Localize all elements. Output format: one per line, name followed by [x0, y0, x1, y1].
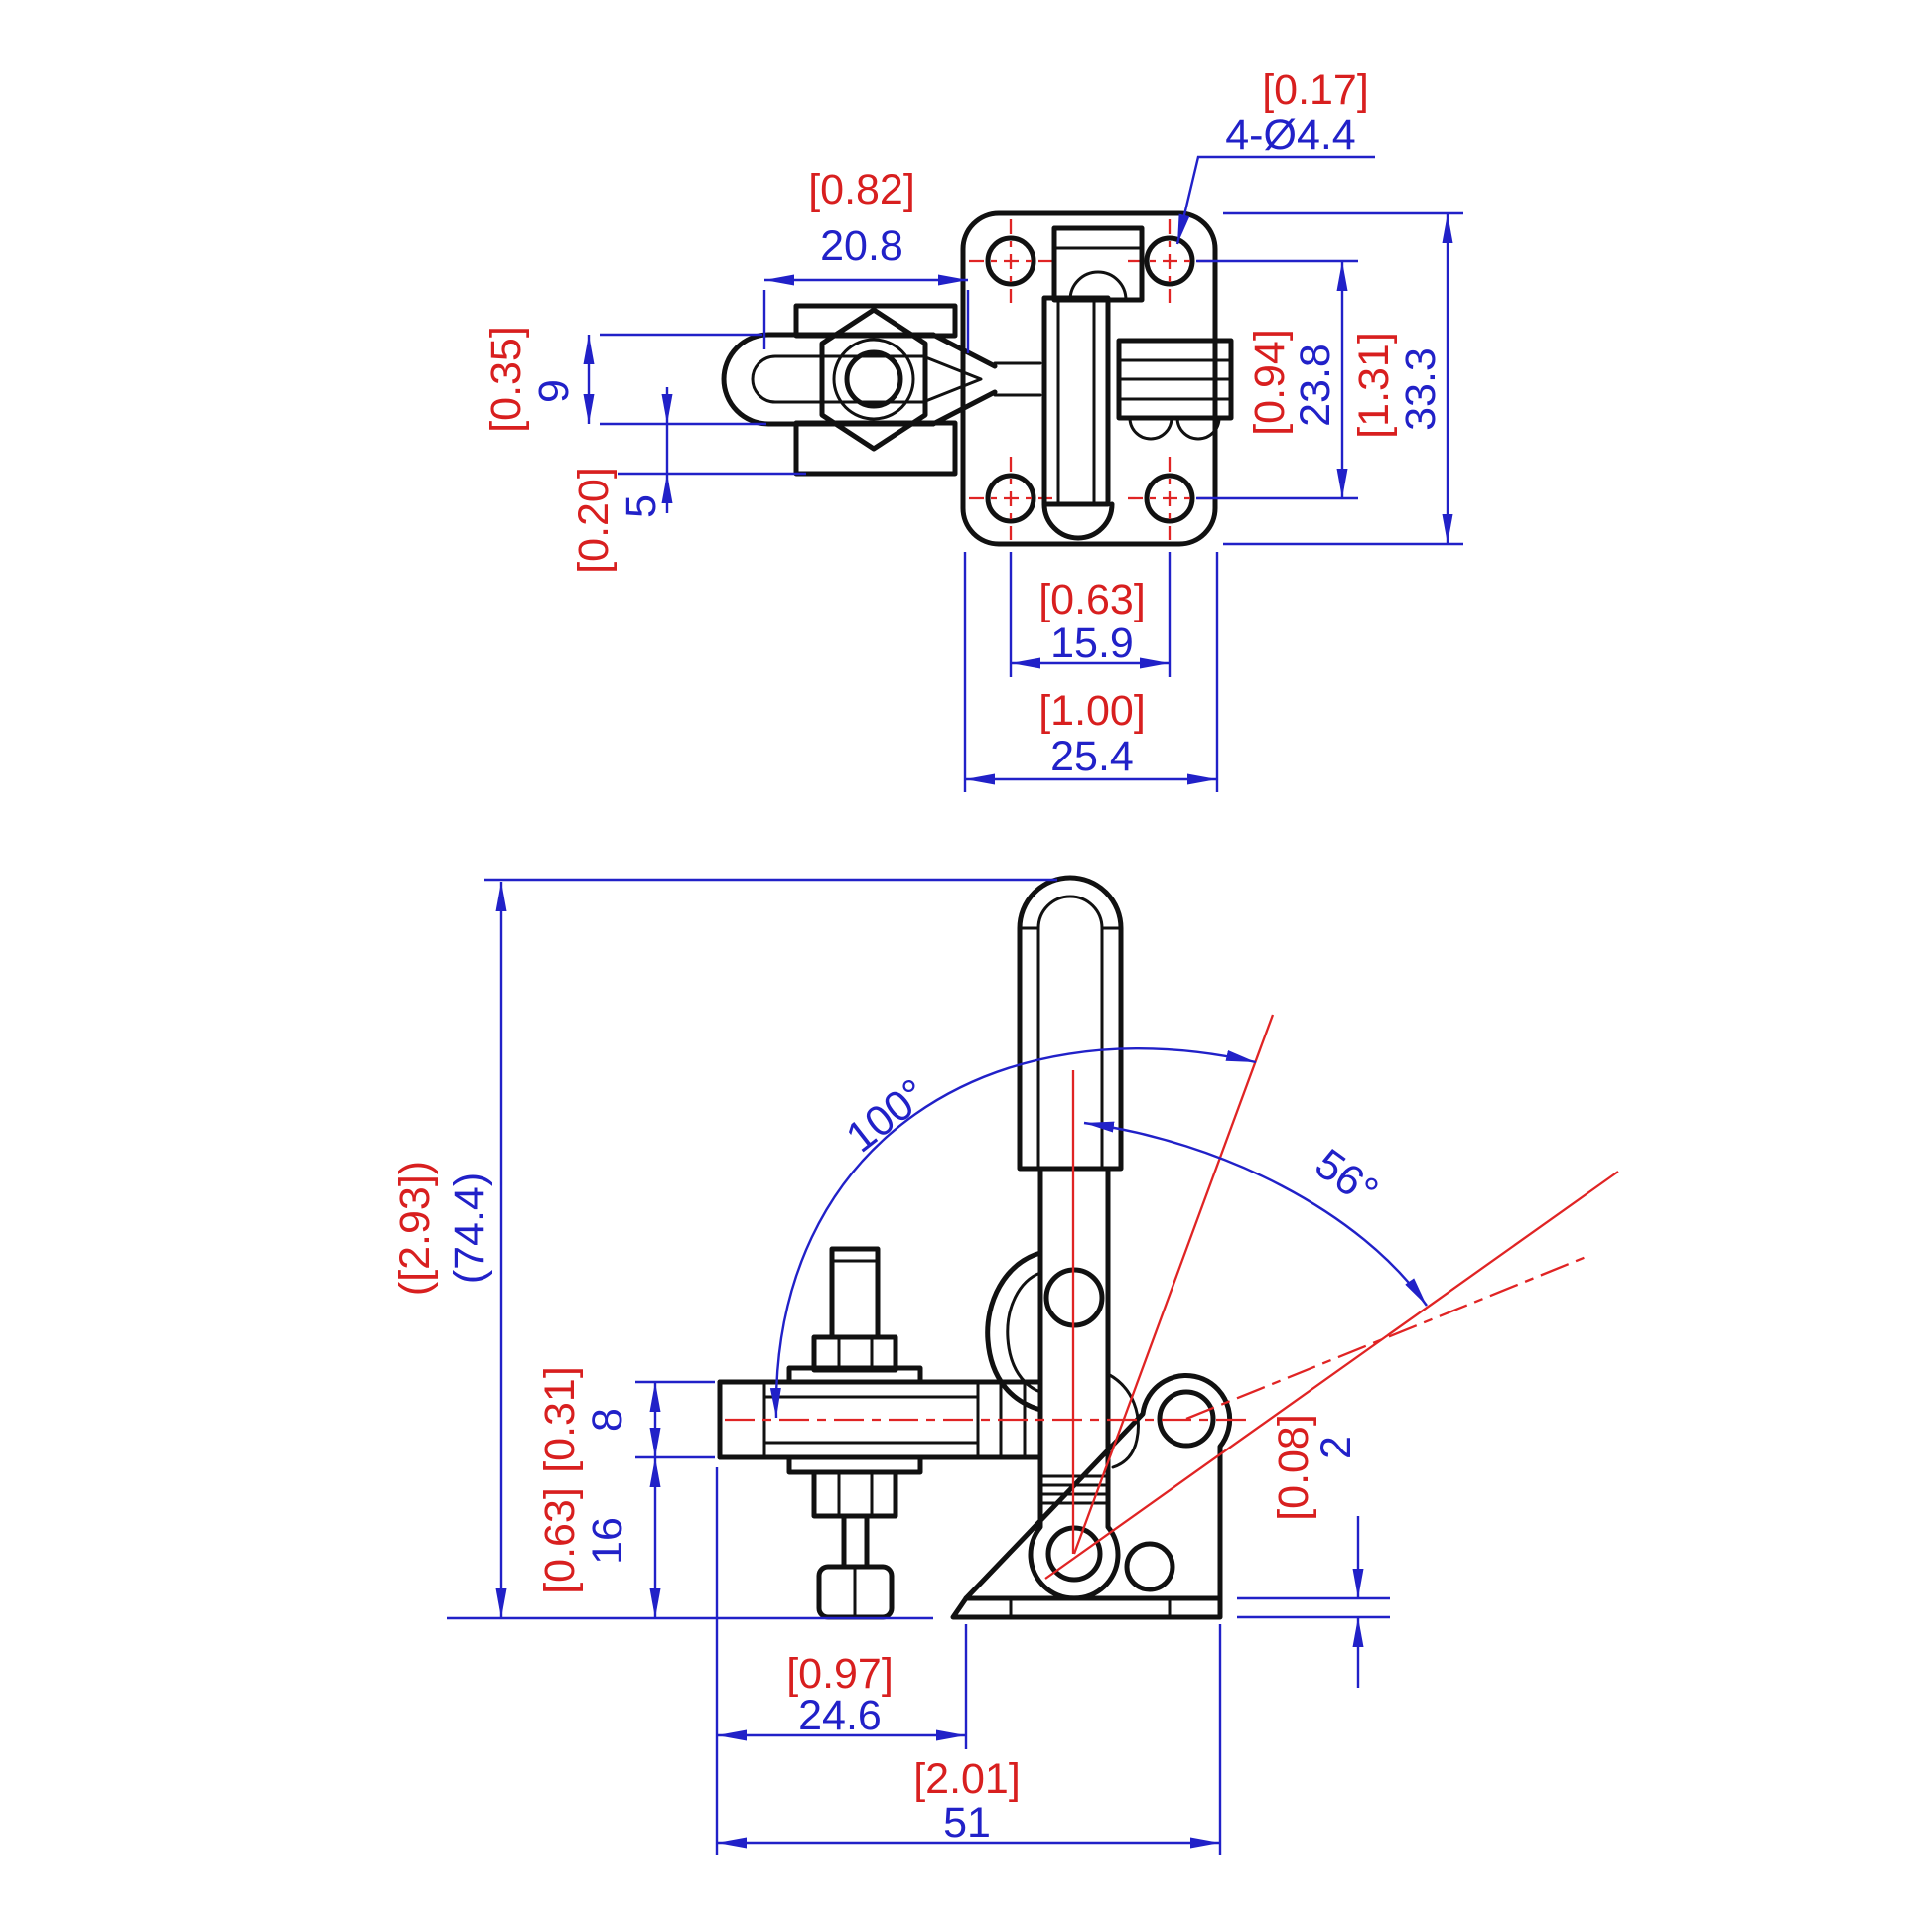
spindle-hole — [844, 349, 903, 409]
dim-label: [0.31] — [536, 1366, 584, 1473]
angle-arc-56 — [1083, 1121, 1428, 1307]
dim-label: 16 — [584, 1517, 631, 1565]
clip-top — [1051, 225, 1145, 303]
angle-dimensions — [769, 1047, 1428, 1419]
dim-label: 24.6 — [798, 1692, 882, 1739]
dim-label: 33.3 — [1397, 347, 1445, 431]
mounting-hole — [985, 235, 1036, 287]
hex-nut-icon — [811, 1334, 898, 1373]
flange-plate — [793, 303, 958, 339]
dim-label: 8 — [584, 1408, 631, 1432]
dim-label: 23.8 — [1292, 344, 1339, 427]
dim-label: [0.97] — [786, 1650, 894, 1698]
dim-label: (74.4) — [446, 1173, 493, 1284]
dim-label: 20.8 — [820, 222, 903, 270]
dim-label: [0.82] — [808, 166, 915, 213]
dim-label: ([2.93]) — [391, 1161, 439, 1296]
mounting-hole — [985, 473, 1036, 524]
spindle-assembly — [786, 1246, 923, 1620]
handle — [1017, 875, 1124, 1172]
dim-label: [0.63] — [1038, 576, 1146, 623]
clamp-arm-top — [721, 332, 1042, 427]
dim-label: [0.17] — [1262, 67, 1369, 114]
dim-label: [0.35] — [483, 326, 530, 433]
dim-label: [1.00] — [1038, 687, 1146, 735]
front-view-dimensions — [447, 878, 1390, 1855]
dim-label: [0.20] — [570, 467, 618, 574]
spindle-assembly-top — [793, 303, 958, 477]
washer — [786, 1365, 923, 1385]
angle-label: 100° — [838, 1070, 937, 1163]
hole-leader-line — [1175, 155, 1375, 245]
arm-axis-centerline — [1185, 1254, 1589, 1421]
front-view: ([2.93]) (74.4) 100° 56° [0.31] 8 [0.63]… — [391, 875, 1619, 1855]
dim-label: 51 — [943, 1799, 991, 1847]
hex-nut-icon — [811, 1469, 898, 1519]
base-bracket — [950, 1373, 1233, 1620]
top-view-dimensions — [583, 155, 1463, 792]
hex-nut-icon — [819, 307, 928, 452]
dim-label: 9 — [530, 379, 578, 403]
dim-label: [0.08] — [1270, 1414, 1317, 1521]
angle-arc-100 — [769, 1047, 1257, 1419]
bracket-hole — [1124, 1541, 1175, 1592]
flange-plate — [793, 420, 958, 477]
dim-label: [0.63] — [536, 1487, 584, 1594]
mounting-hole — [1144, 473, 1195, 524]
dim-label: [0.94] — [1246, 329, 1294, 436]
dim-label: 15.9 — [1050, 620, 1134, 667]
dim-label: 5 — [618, 494, 665, 518]
open-arm-axis — [1044, 1171, 1619, 1580]
mounting-hole — [1144, 235, 1195, 287]
dim-label: 4-Ø4.4 — [1225, 111, 1355, 159]
bracket-foot — [950, 1595, 1223, 1620]
open-handle-axis — [1072, 1014, 1275, 1555]
reference-lines — [725, 1014, 1619, 1580]
dim-label: 2 — [1312, 1436, 1360, 1459]
lever-mechanism-top — [1041, 225, 1234, 541]
dim-label: [2.01] — [913, 1755, 1021, 1803]
angle-label: 56° — [1307, 1140, 1387, 1216]
spindle-stem — [841, 1513, 870, 1570]
dim-label: 25.4 — [1050, 733, 1134, 780]
dim-label: [1.31] — [1350, 332, 1398, 439]
top-view: [0.17] 4-Ø4.4 [0.82] 20.8 [0.35] 9 [0.20… — [483, 67, 1463, 792]
